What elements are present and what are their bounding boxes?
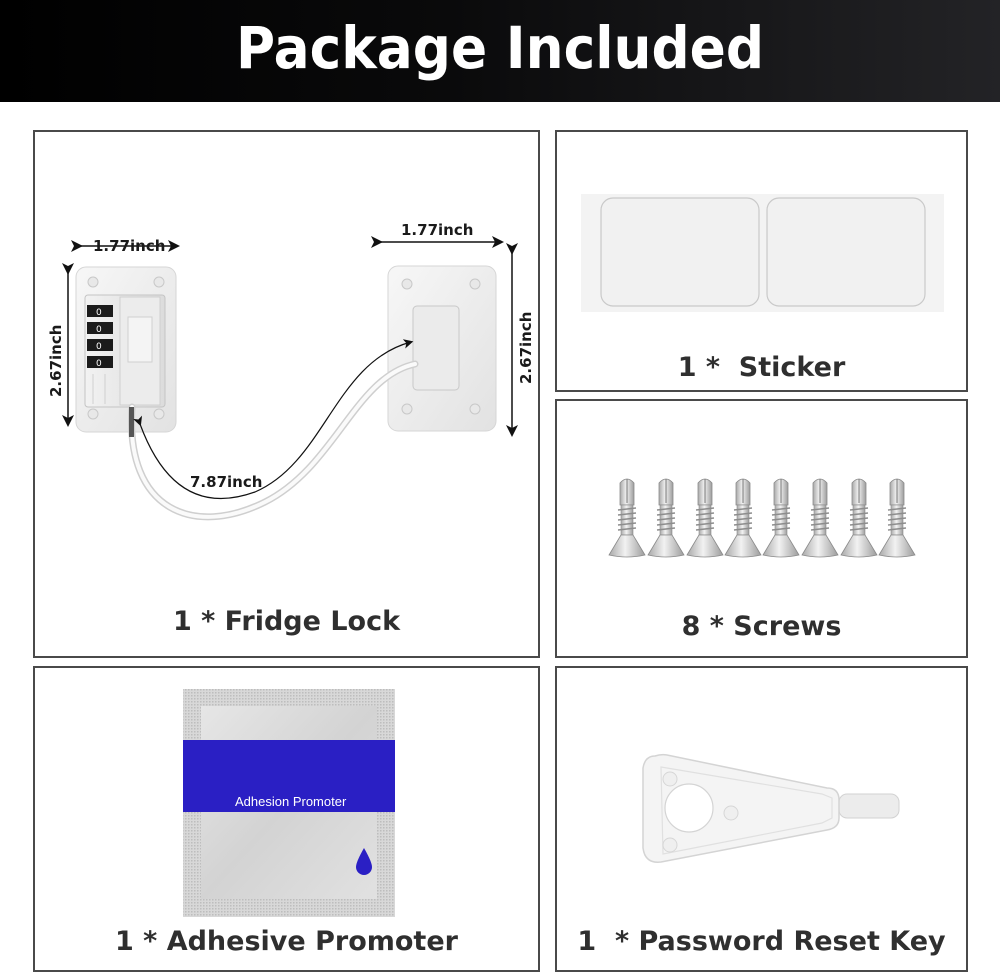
screw [686, 478, 724, 558]
left-height-label: 2.67inch [47, 325, 65, 397]
right-width-label: 1.77inch [401, 221, 473, 239]
lock-base-plate: 0 0 0 0 [75, 266, 177, 433]
reset-key-caption: 1 * Password Reset Key [577, 926, 946, 957]
screw [840, 478, 878, 558]
adhesive-promoter-pouch: Adhesion Promoter [183, 689, 395, 917]
right-height-label: 2.67inch [517, 312, 535, 384]
title-banner: Package Included [0, 0, 1000, 102]
panel-sticker: 1 * Sticker [555, 130, 968, 392]
svg-text:0: 0 [96, 308, 102, 318]
sticker-caption: 1 * Sticker [677, 352, 846, 383]
svg-text:0: 0 [96, 325, 102, 335]
screw [878, 478, 916, 558]
page-title: Package Included [235, 14, 765, 82]
latch-plate [387, 265, 497, 432]
adhesive-sticker [600, 197, 760, 307]
pouch-label: Adhesion Promoter [235, 794, 347, 809]
fridge-lock-illustration: 0 0 0 0 1.77inch 1.77in [47, 221, 535, 521]
cable-length-label: 7.87inch [190, 473, 262, 491]
panel-fridge-lock: 0 0 0 0 1.77inch 1.77in [33, 130, 540, 658]
combination-dials: 0 0 0 0 [87, 305, 113, 369]
svg-text:0: 0 [96, 342, 102, 352]
panel-reset-key: 1 * Password Reset Key [555, 666, 968, 972]
panel-screws: 8 * Screws [555, 399, 968, 658]
fridge-lock-caption: 1 * Fridge Lock [172, 606, 401, 637]
password-reset-key [642, 753, 900, 863]
screw [801, 478, 839, 558]
svg-text:0: 0 [96, 359, 102, 369]
adhesive-promoter-caption: 1 * Adhesive Promoter [115, 926, 458, 957]
adhesive-promoter-illustration: Adhesion Promoter [183, 689, 395, 917]
droplet-icon [356, 848, 372, 875]
reset-key-illustration [642, 753, 900, 863]
sticker-illustration [581, 194, 944, 312]
screw [647, 478, 685, 558]
screws-caption: 8 * Screws [681, 611, 842, 642]
adhesive-sticker [766, 197, 926, 307]
panel-adhesive-promoter: Adhesion Promoter 1 * Adhesive Promoter [33, 666, 540, 972]
cable-length-dimension [133, 339, 414, 500]
screw [724, 478, 762, 558]
screw [762, 478, 800, 558]
left-width-label: 1.77inch [93, 237, 165, 255]
screw [608, 478, 646, 558]
